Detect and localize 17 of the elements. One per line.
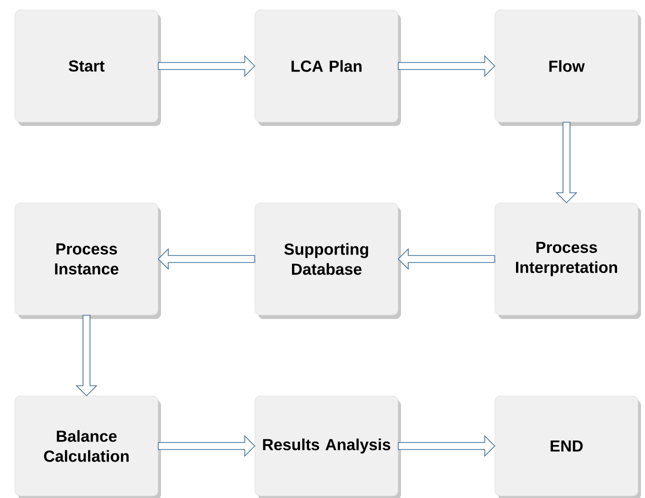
block-arrow — [158, 435, 256, 457]
process-box: Flow — [494, 10, 641, 126]
block-arrow — [158, 55, 256, 77]
block-arrow — [398, 248, 496, 270]
process-box: Process Interpretation — [494, 202, 641, 319]
process-box: Process Instance — [14, 202, 161, 319]
block-arrow — [398, 435, 496, 457]
process-box: LCA Plan — [254, 10, 401, 126]
process-box: Balance Calculation — [14, 396, 161, 498]
process-box: Supporting Database — [254, 202, 401, 319]
block-arrow — [158, 248, 256, 270]
block-arrow — [398, 55, 496, 77]
process-box: Start — [14, 10, 161, 126]
process-box: END — [494, 396, 641, 498]
block-arrow — [556, 122, 578, 204]
process-box: Results Analysis — [254, 396, 401, 498]
block-arrow — [76, 314, 98, 396]
